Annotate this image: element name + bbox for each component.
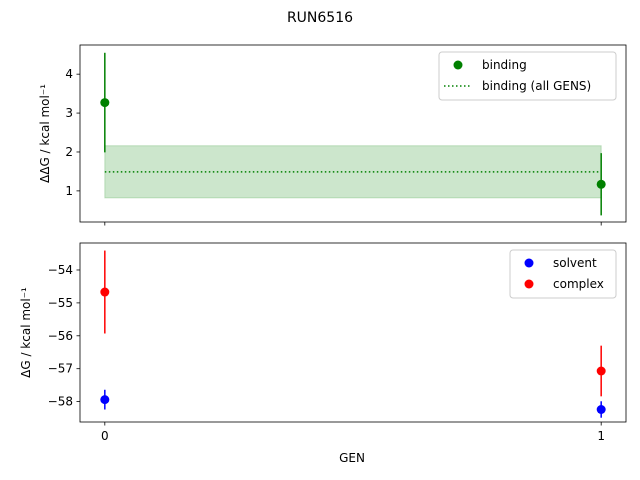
x-tick-label: 0 <box>101 429 109 443</box>
point-solvent <box>596 404 606 414</box>
axes-frame <box>79 44 627 223</box>
legend-label: binding (all GENS) <box>482 79 591 93</box>
legend-box <box>438 51 617 101</box>
point-solvent <box>100 395 110 405</box>
point-complex <box>100 287 110 297</box>
legend-label: complex <box>553 277 604 291</box>
legend-label: binding <box>482 58 527 72</box>
axes-frame <box>79 242 627 423</box>
x-axis-label: GEN <box>339 451 365 465</box>
legend-label: solvent <box>553 256 597 270</box>
point-binding <box>100 98 110 108</box>
y-tick-label: 2 <box>65 145 73 159</box>
point-complex <box>596 366 606 376</box>
x-tick-label: 1 <box>597 429 605 443</box>
legend-box <box>509 249 617 299</box>
chart-title: RUN6516 <box>287 10 353 26</box>
point-binding <box>596 179 606 189</box>
y-tick-label: −56 <box>48 329 73 343</box>
legend-marker-solvent <box>524 258 534 268</box>
y-tick-label: −54 <box>48 263 73 277</box>
panel-components: −58 −57 −56 −55 −54 0 1 ΔG / kcal mol⁻¹ solvent c… <box>19 242 627 443</box>
y-tick-label: 3 <box>65 106 73 120</box>
y-tick-label: −58 <box>48 395 73 409</box>
legend-marker-binding <box>453 60 463 70</box>
y-tick-label: −57 <box>48 362 73 376</box>
legend: solvent complex <box>509 249 617 299</box>
y-tick-label: 4 <box>65 67 73 81</box>
y-tick-label: −55 <box>48 296 73 310</box>
legend: binding binding (all GENS) <box>438 51 617 101</box>
y-tick-label: 1 <box>65 184 73 198</box>
y-axis-label: ΔG / kcal mol⁻¹ <box>19 287 33 378</box>
legend-marker-complex <box>524 279 534 289</box>
y-axis-label: ΔΔG / kcal mol⁻¹ <box>38 84 52 183</box>
